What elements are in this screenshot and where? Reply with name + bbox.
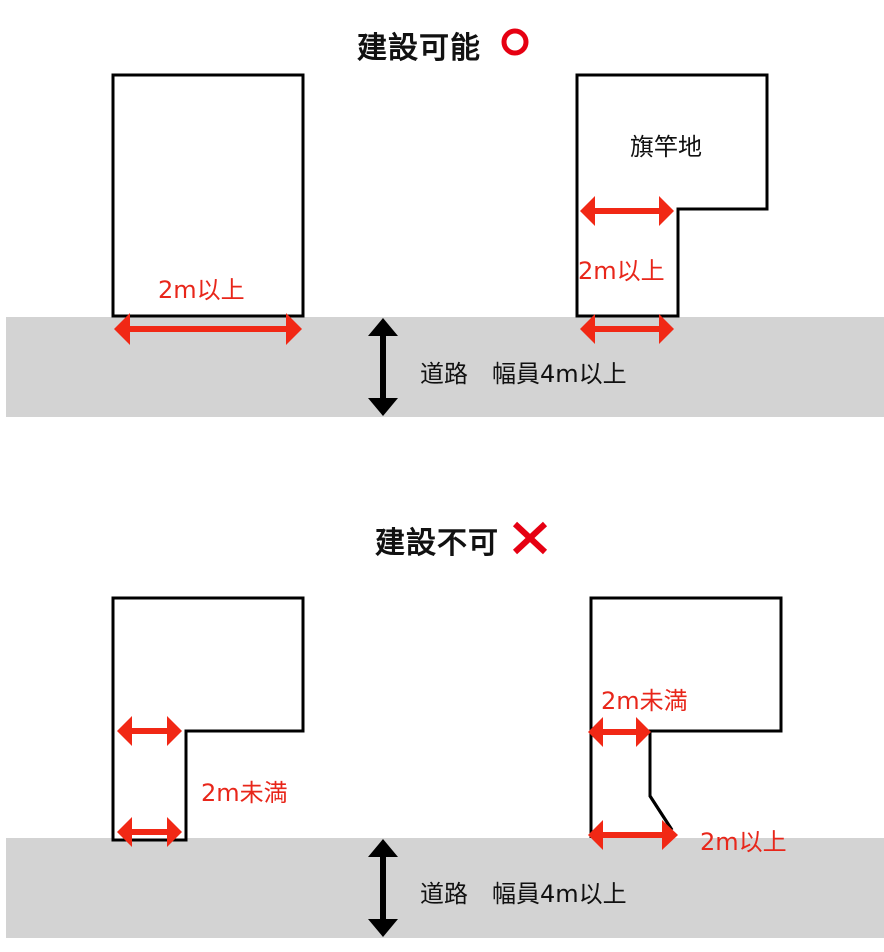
pole-width-label: 2m以上	[578, 257, 665, 285]
pole-frontage-arrow-icon	[580, 314, 674, 344]
cross-mark-icon	[512, 521, 548, 555]
frontage-arrow-icon	[588, 820, 678, 850]
road-width-arrow-icon	[368, 318, 398, 416]
pole-frontage-arrow-icon	[117, 817, 182, 847]
circle-mark-icon	[501, 28, 529, 56]
lot-regular	[111, 73, 305, 318]
road-top	[6, 317, 884, 417]
road-bottom	[6, 838, 884, 938]
pole-width-arrow-icon	[580, 196, 674, 226]
flag-lot-label: 旗竿地	[630, 133, 702, 161]
pole-width-arrow-icon	[588, 717, 651, 747]
pole-width-label: 2m未満	[201, 779, 288, 807]
frontage-label: 2m以上	[700, 828, 787, 856]
road-label: 道路 幅員4m以上	[420, 360, 627, 388]
road-width-arrow-icon	[368, 839, 398, 937]
lot-narrow-flag	[111, 596, 305, 842]
frontage-label: 2m以上	[158, 276, 245, 304]
pole-width-label: 2m未満	[601, 687, 688, 715]
title-buildable: 建設可能	[357, 31, 481, 66]
title-not-buildable: 建設不可	[375, 526, 499, 561]
pole-width-arrow-icon	[117, 716, 182, 746]
road-label: 道路 幅員4m以上	[420, 880, 627, 908]
frontage-arrow-icon	[114, 313, 302, 345]
lot-flag	[575, 73, 769, 318]
